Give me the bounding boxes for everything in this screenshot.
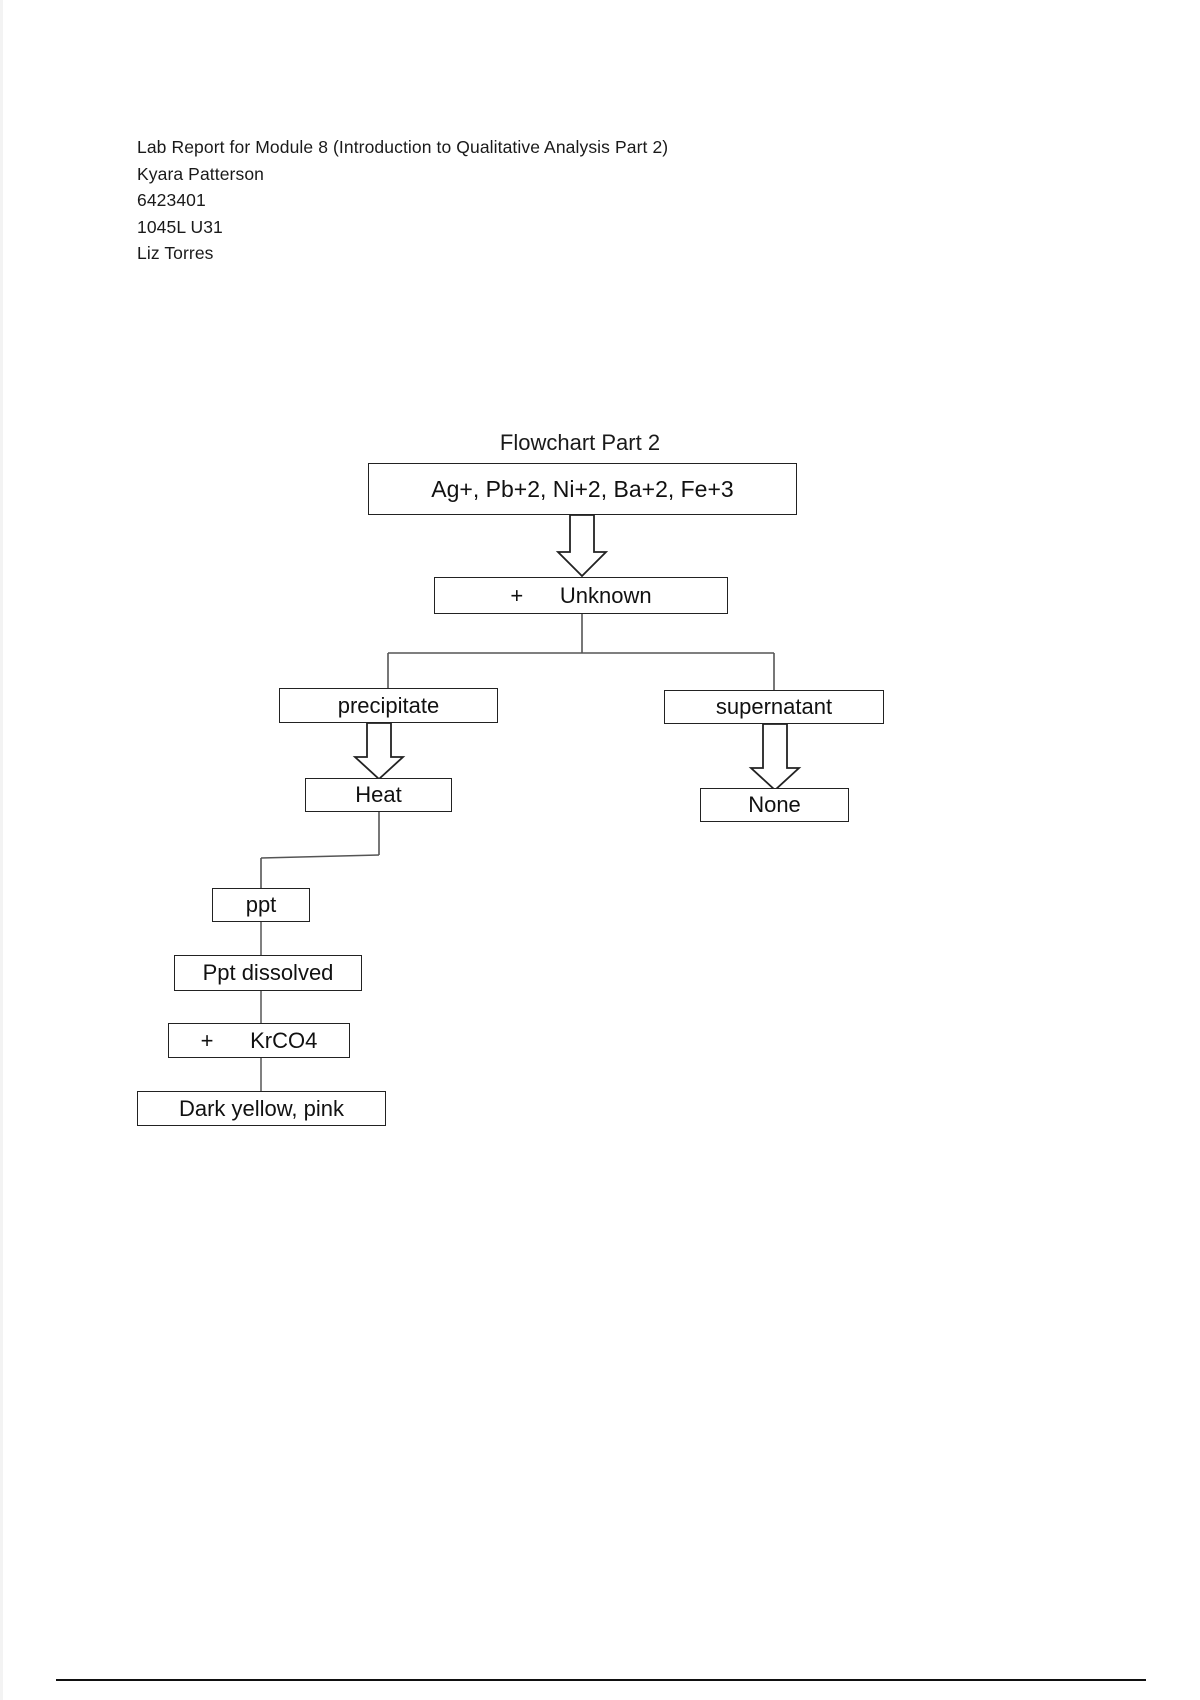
- node-krco4-label: + KrCO4: [200, 1027, 318, 1053]
- instructor-line: Liz Torres: [137, 243, 214, 264]
- node-heat[interactable]: Heat: [305, 778, 452, 812]
- course-section-line: 1045L U31: [137, 216, 223, 237]
- node-ppt-dissolved-label: Ppt dissolved: [202, 960, 334, 985]
- connector-heat-to-ppt: [260, 812, 380, 888]
- node-ppt-dissolved[interactable]: Ppt dissolved: [174, 955, 362, 991]
- page-left-edge: [0, 0, 3, 1700]
- page-bottom-rule: [56, 1679, 1146, 1681]
- node-precipitate-label: precipitate: [337, 692, 440, 718]
- node-krco4[interactable]: + KrCO4: [168, 1023, 350, 1058]
- node-supernatant[interactable]: supernatant: [664, 690, 884, 724]
- report-title-line: Lab Report for Module 8 (Introduction to…: [137, 137, 669, 157]
- node-supernatant-label: supernatant: [715, 694, 833, 719]
- flowchart-title: Flowchart Part 2: [499, 430, 661, 455]
- node-heat-label: Heat: [355, 782, 402, 807]
- student-id-line: 6423401: [137, 190, 206, 211]
- branch-unknown-to-children: [387, 614, 775, 690]
- node-unknown-label: + Unknown: [510, 582, 652, 608]
- node-none[interactable]: None: [700, 788, 849, 822]
- node-ion-list[interactable]: Ag+, Pb+2, Ni+2, Ba+2, Fe+3: [368, 463, 797, 515]
- report-header-block: Lab Report for Module 8 (Introduction to…: [137, 134, 857, 267]
- arrow-precipitate-to-heat: [352, 722, 406, 781]
- node-ppt[interactable]: ppt: [212, 888, 310, 922]
- node-none-label: None: [748, 792, 801, 817]
- arrow-supernatant-to-none: [748, 723, 802, 792]
- node-unknown[interactable]: + Unknown: [434, 577, 728, 614]
- node-ppt-label: ppt: [245, 892, 277, 917]
- node-precipitate[interactable]: precipitate: [279, 688, 498, 723]
- node-ion-list-label: Ag+, Pb+2, Ni+2, Ba+2, Fe+3: [431, 475, 734, 502]
- node-result-colors-label: Dark yellow, pink: [178, 1095, 345, 1121]
- arrow-ions-to-unknown: [555, 514, 609, 578]
- student-name-line: Kyara Patterson: [137, 163, 264, 184]
- node-result-colors[interactable]: Dark yellow, pink: [137, 1091, 386, 1126]
